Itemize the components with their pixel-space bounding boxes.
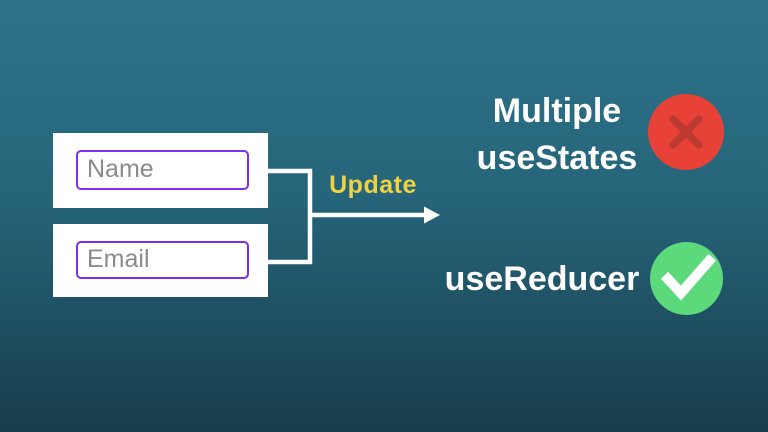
name-input[interactable]	[76, 150, 249, 190]
option-multiple-usestates-label: Multiple useStates	[476, 92, 638, 177]
email-field-card	[53, 224, 268, 297]
x-mark-icon	[648, 94, 724, 170]
check-mark-icon	[650, 242, 723, 315]
name-field-card	[53, 133, 268, 208]
arrow-label: Update	[329, 171, 417, 199]
option-usereducer-label: useReducer	[444, 260, 640, 298]
email-input[interactable]	[76, 241, 249, 279]
